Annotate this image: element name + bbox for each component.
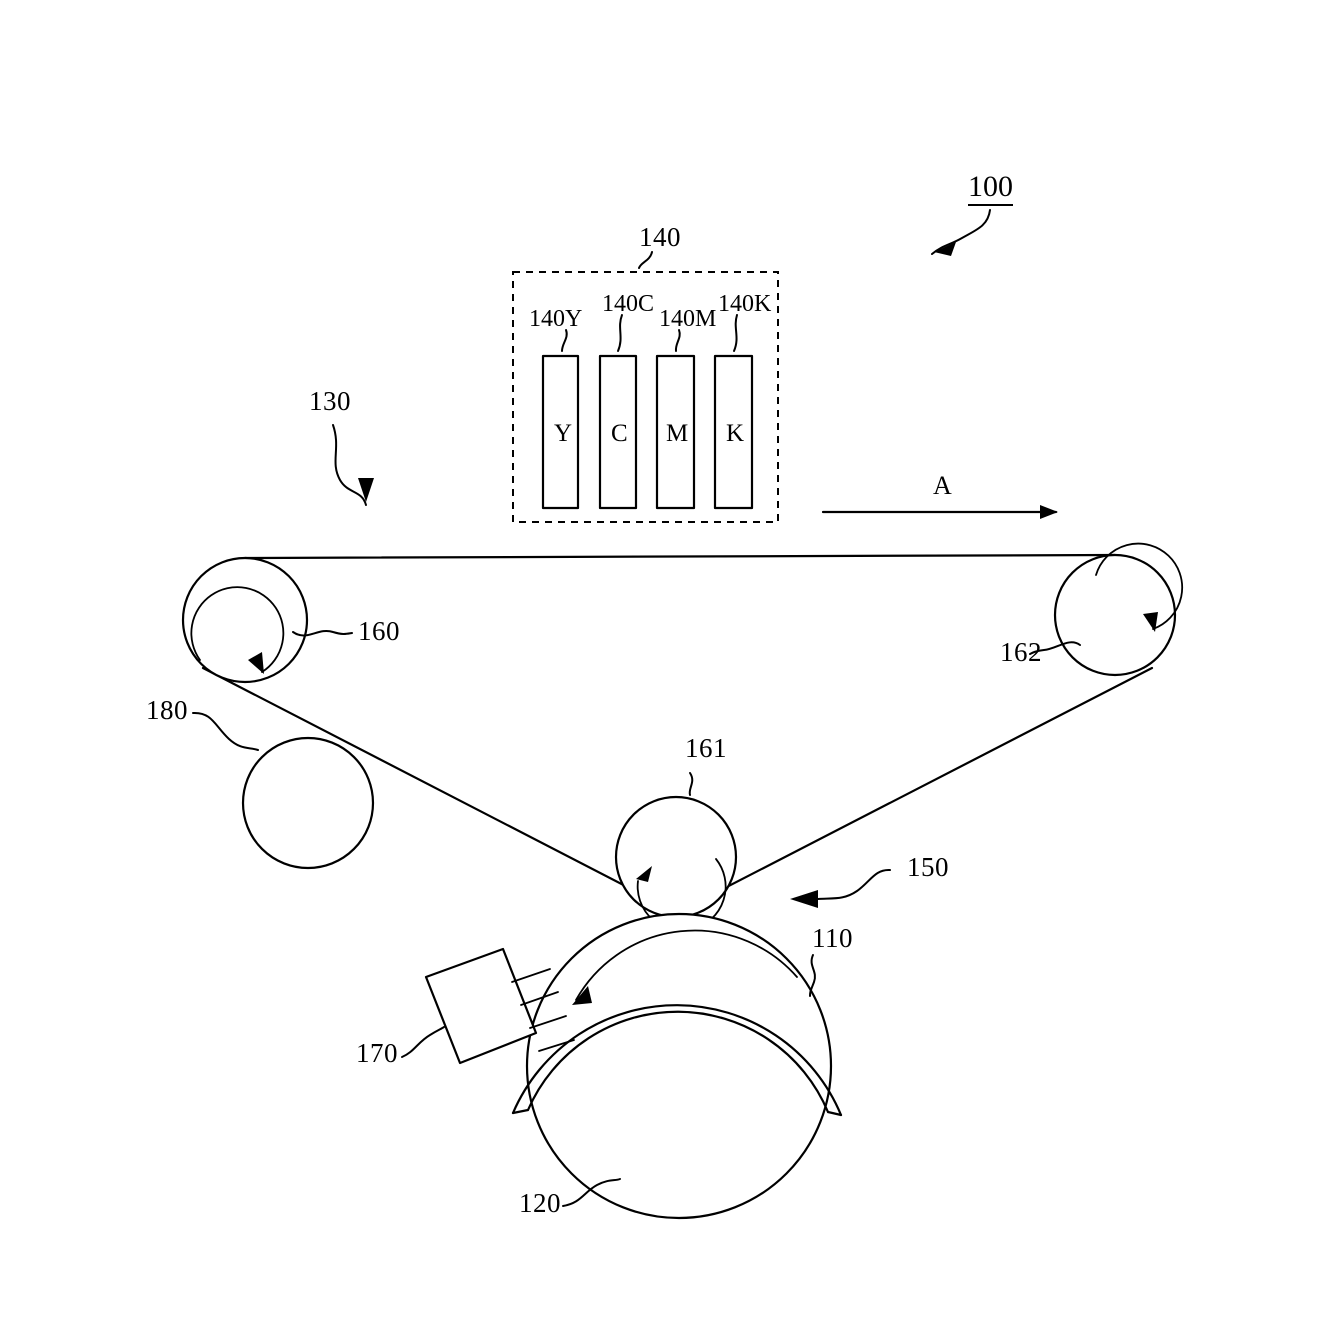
ref-label-160: 160 [358,616,400,646]
roller-180 [192,711,375,870]
direction-label-a: A [933,471,952,500]
developing-unit-170 [401,947,575,1065]
roller-162 [1029,542,1184,677]
leader-150 [790,868,891,908]
exposure-unit-enclosure [512,251,779,523]
photoreceptor-drum-120 [525,912,833,1220]
ref-label-170: 170 [356,1038,398,1068]
transfer-belt [201,553,1154,894]
roller-161 [614,772,738,932]
module-letter-m: M [666,420,689,447]
module-letter-y: Y [554,420,573,447]
ref-label-130: 130 [309,386,351,416]
drum-rotation-arrow [572,929,798,1005]
ref-label-110: 110 [812,923,853,953]
ref-label-140: 140 [639,222,681,252]
ref-label-162: 162 [1000,637,1042,667]
ref-label-120: 120 [519,1188,561,1218]
module-letter-k: K [726,420,745,447]
module-letter-c: C [611,420,628,447]
leader-130 [332,424,374,506]
drum-sleeve-110 [511,954,843,1117]
ref-label-150: 150 [907,852,949,882]
exposure-module-bars [541,354,754,510]
ref-label-140c: 140C [602,291,655,317]
ref-label-161: 161 [685,733,727,763]
ref-label-140y: 140Y [529,306,583,332]
ref-label-180: 180 [146,695,188,725]
roller-160 [181,556,353,684]
exposure-module-leaders [561,314,738,352]
leader-100 [931,209,991,256]
direction-arrow-a [821,505,1058,519]
figure-number-100: 100 [968,172,1013,206]
ref-label-140k: 140K [718,291,772,317]
ref-label-140m: 140M [659,306,717,332]
